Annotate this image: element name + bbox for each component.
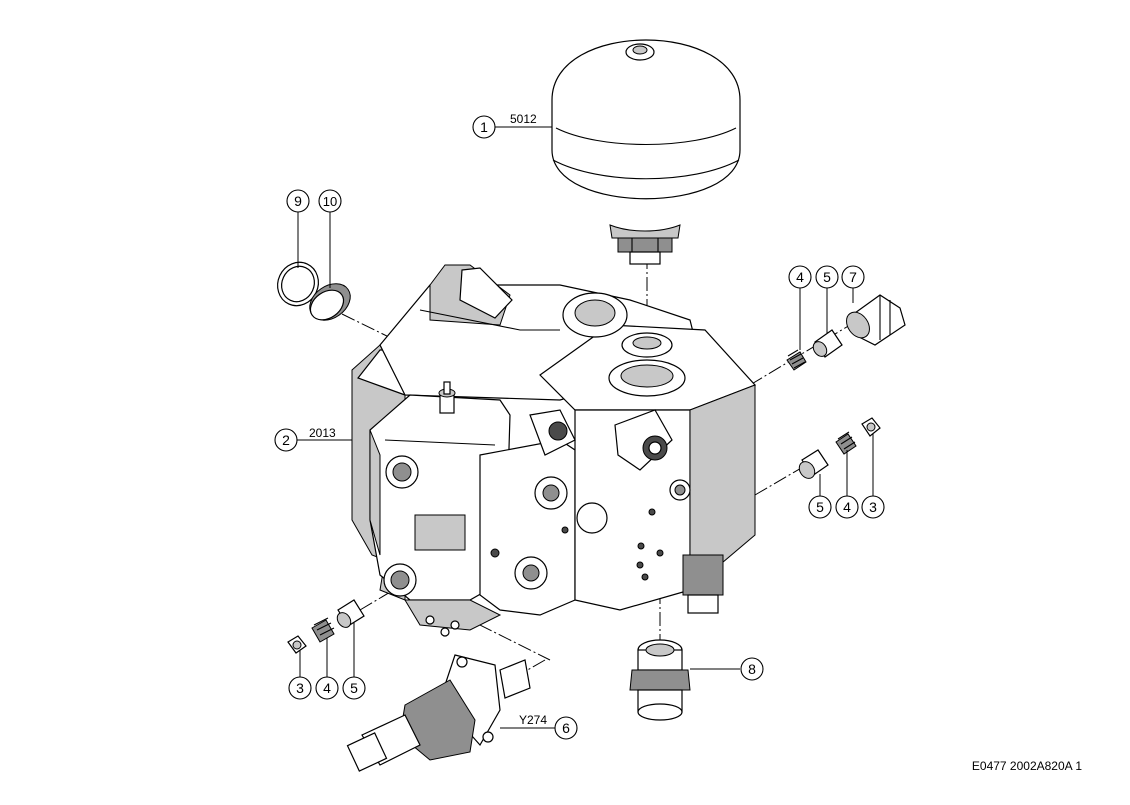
plug-fitting-icon <box>629 639 691 721</box>
callout-2: 2 2013 <box>274 426 336 452</box>
callout-4-number: 4 <box>323 680 331 696</box>
upper-right-small-parts <box>786 294 906 371</box>
callout-5-lower-left: 5 <box>342 676 366 700</box>
callout-2-number: 2 <box>282 432 290 448</box>
hydraulic-valve-block-icon <box>351 264 757 637</box>
callout-3-lower-left: 3 <box>288 676 312 700</box>
callout-9-number: 9 <box>294 193 302 209</box>
callout-3-number: 3 <box>869 499 877 515</box>
callout-6-number: 6 <box>562 720 570 736</box>
callout-1: 1 5012 <box>472 112 537 139</box>
callout-5-lower-right: 5 <box>808 495 832 519</box>
callout-4-number: 4 <box>843 499 851 515</box>
callout-5-number: 5 <box>823 269 831 285</box>
callout-4-upper-right: 4 <box>788 265 812 289</box>
bushing-ring-icon <box>309 283 351 321</box>
callout-4-lower-left: 4 <box>315 676 339 700</box>
callout-3-number: 3 <box>296 680 304 696</box>
callout-10-number: 10 <box>323 194 337 209</box>
callout-5-number: 5 <box>350 680 358 696</box>
callout-10: 10 <box>318 189 342 213</box>
callout-5-upper-right: 5 <box>815 265 839 289</box>
callout-1-code: 5012 <box>510 112 537 126</box>
lower-right-small-parts <box>798 417 881 479</box>
drawing-reference: E0477 2002A820A 1 <box>972 759 1082 773</box>
callout-5-number: 5 <box>816 499 824 515</box>
callout-3-lower-right: 3 <box>861 495 885 519</box>
leader-lines <box>297 126 874 729</box>
lower-left-small-parts <box>287 599 365 654</box>
callout-6-code: Y274 <box>519 713 547 727</box>
retaining-ring-icon <box>277 261 319 307</box>
callout-4-number: 4 <box>796 269 804 285</box>
callout-2-code: 2013 <box>309 426 336 440</box>
callout-4-lower-right: 4 <box>835 495 859 519</box>
callout-1-number: 1 <box>480 119 488 135</box>
callout-8: 8 <box>740 657 764 681</box>
callout-7: 7 <box>841 265 865 289</box>
callout-9: 9 <box>286 189 310 213</box>
callout-6: 6 Y274 <box>519 713 578 740</box>
solenoid-valve-icon <box>346 654 531 772</box>
callout-8-number: 8 <box>748 661 756 677</box>
pressure-accumulator-icon <box>551 39 741 265</box>
callout-7-number: 7 <box>849 269 857 285</box>
